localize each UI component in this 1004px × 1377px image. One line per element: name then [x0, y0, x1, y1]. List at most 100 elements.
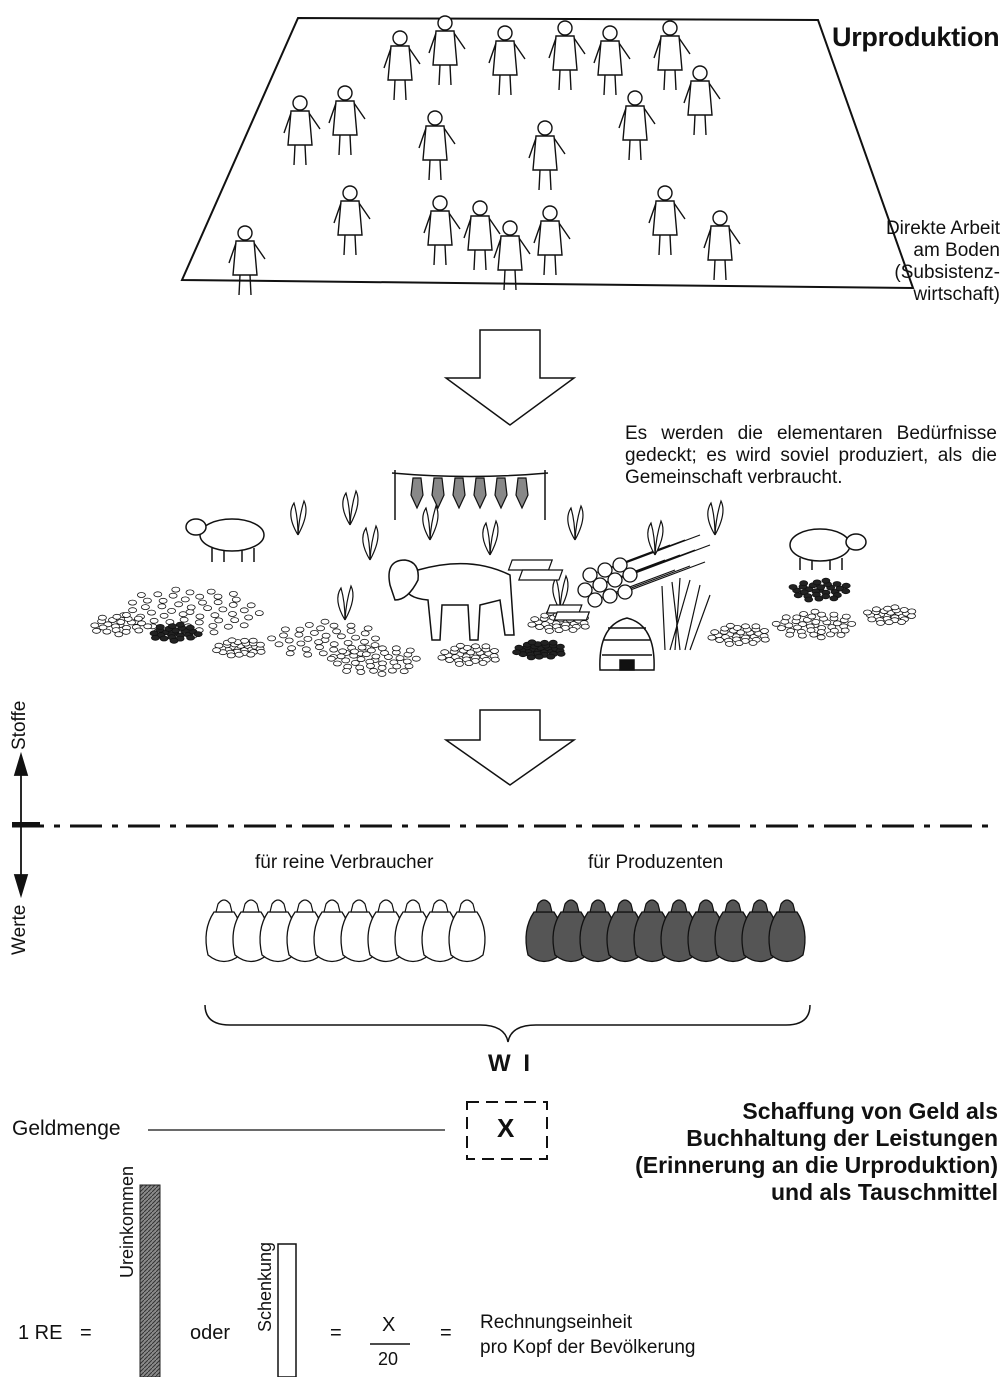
down-arrow-2: [443, 709, 577, 786]
pebble: [186, 604, 196, 611]
pebble: [212, 647, 222, 654]
ureinkommen-bar: [139, 1184, 161, 1377]
pebble: [840, 627, 850, 634]
pebble: [153, 591, 163, 598]
pebble: [829, 595, 839, 602]
note-line-3: (Subsistenz-: [894, 262, 1000, 283]
pebble: [167, 608, 177, 614]
formula-or: oder: [190, 1322, 231, 1344]
fraction-denominator: 20: [378, 1349, 399, 1369]
pebble: [112, 613, 122, 620]
person-figure: [328, 85, 366, 156]
pebble: [554, 627, 564, 633]
pebble: [366, 663, 375, 669]
pebble: [314, 639, 324, 645]
pebble: [179, 616, 189, 623]
pebble: [535, 624, 544, 630]
money-heading-3: (Erinnerung an die Urproduktion): [635, 1152, 998, 1178]
pebble: [223, 623, 233, 630]
plant: [482, 519, 499, 556]
subsistence-note: Direkte Arbeit am Boden (Subsistenz- wir…: [840, 218, 1000, 306]
pebble: [821, 577, 831, 584]
pebble: [194, 619, 204, 626]
person-figure: [703, 210, 741, 281]
person-figure: [683, 65, 721, 136]
pebble: [155, 624, 165, 630]
pebble: [336, 653, 346, 660]
pebble: [90, 622, 100, 629]
person-figure: [423, 195, 461, 266]
pebble: [195, 593, 205, 600]
pebble: [360, 630, 370, 637]
sack: [714, 899, 752, 963]
pebble: [715, 637, 724, 643]
sack: [525, 899, 563, 963]
person-figure: [428, 15, 466, 86]
pebble: [377, 671, 387, 677]
pebble: [726, 622, 735, 629]
log-end: [607, 572, 623, 588]
pebble: [804, 596, 814, 603]
pebble: [329, 641, 339, 648]
pebble: [228, 611, 237, 617]
pebble: [213, 599, 223, 606]
pebble: [777, 625, 786, 631]
person-figure: [653, 20, 691, 91]
person-figure: [493, 220, 531, 291]
pebble: [841, 582, 851, 589]
formula-eq3: =: [440, 1322, 452, 1344]
pebble: [329, 646, 339, 653]
pebble: [841, 588, 851, 595]
pebble: [471, 643, 480, 650]
pebble: [228, 591, 238, 597]
pebble: [751, 623, 761, 630]
pebble: [816, 629, 826, 635]
pebble: [168, 592, 178, 599]
money-amount-x: X: [497, 1113, 515, 1143]
money-heading-4: und als Tauschmittel: [770, 1179, 998, 1205]
pebble: [799, 580, 809, 587]
person-figure: [228, 225, 266, 296]
pebble: [760, 636, 770, 643]
schenkung-bar: [277, 1243, 297, 1377]
pebble: [227, 637, 237, 644]
schenkung-label: Schenkung: [255, 1241, 275, 1332]
plant: [290, 499, 307, 536]
pebble: [440, 649, 450, 656]
pebble: [231, 596, 241, 603]
hanging-fish: [515, 477, 529, 510]
log-stack: [577, 534, 711, 608]
pebble: [526, 654, 536, 661]
pebble: [546, 653, 556, 660]
pebble: [147, 609, 156, 616]
log: [629, 544, 711, 576]
pebble: [371, 653, 381, 660]
sack: [367, 899, 405, 963]
pebble: [387, 667, 397, 674]
pebble: [128, 599, 137, 606]
pebble: [185, 624, 195, 631]
pebble: [280, 626, 290, 633]
wi-label: W I: [488, 1050, 533, 1077]
pebble: [140, 604, 150, 610]
note-line-1: Direkte Arbeit: [885, 218, 1000, 239]
result-line-1: Rechnungseinheit: [480, 1312, 633, 1333]
pebble: [356, 656, 366, 662]
pebble: [863, 609, 872, 616]
pebble: [710, 629, 720, 636]
pebble: [455, 661, 464, 667]
plant: [567, 504, 584, 541]
person-figure: [528, 120, 566, 191]
pebble: [315, 644, 324, 651]
pebble: [490, 648, 499, 654]
pebble: [169, 637, 179, 644]
pebble: [370, 642, 380, 648]
pebble: [748, 640, 758, 646]
pebble: [279, 632, 288, 639]
pebble: [158, 597, 168, 604]
pebble: [369, 667, 379, 674]
log-end: [582, 567, 598, 583]
sheep-drawing: [185, 518, 265, 562]
pebble: [295, 626, 305, 633]
